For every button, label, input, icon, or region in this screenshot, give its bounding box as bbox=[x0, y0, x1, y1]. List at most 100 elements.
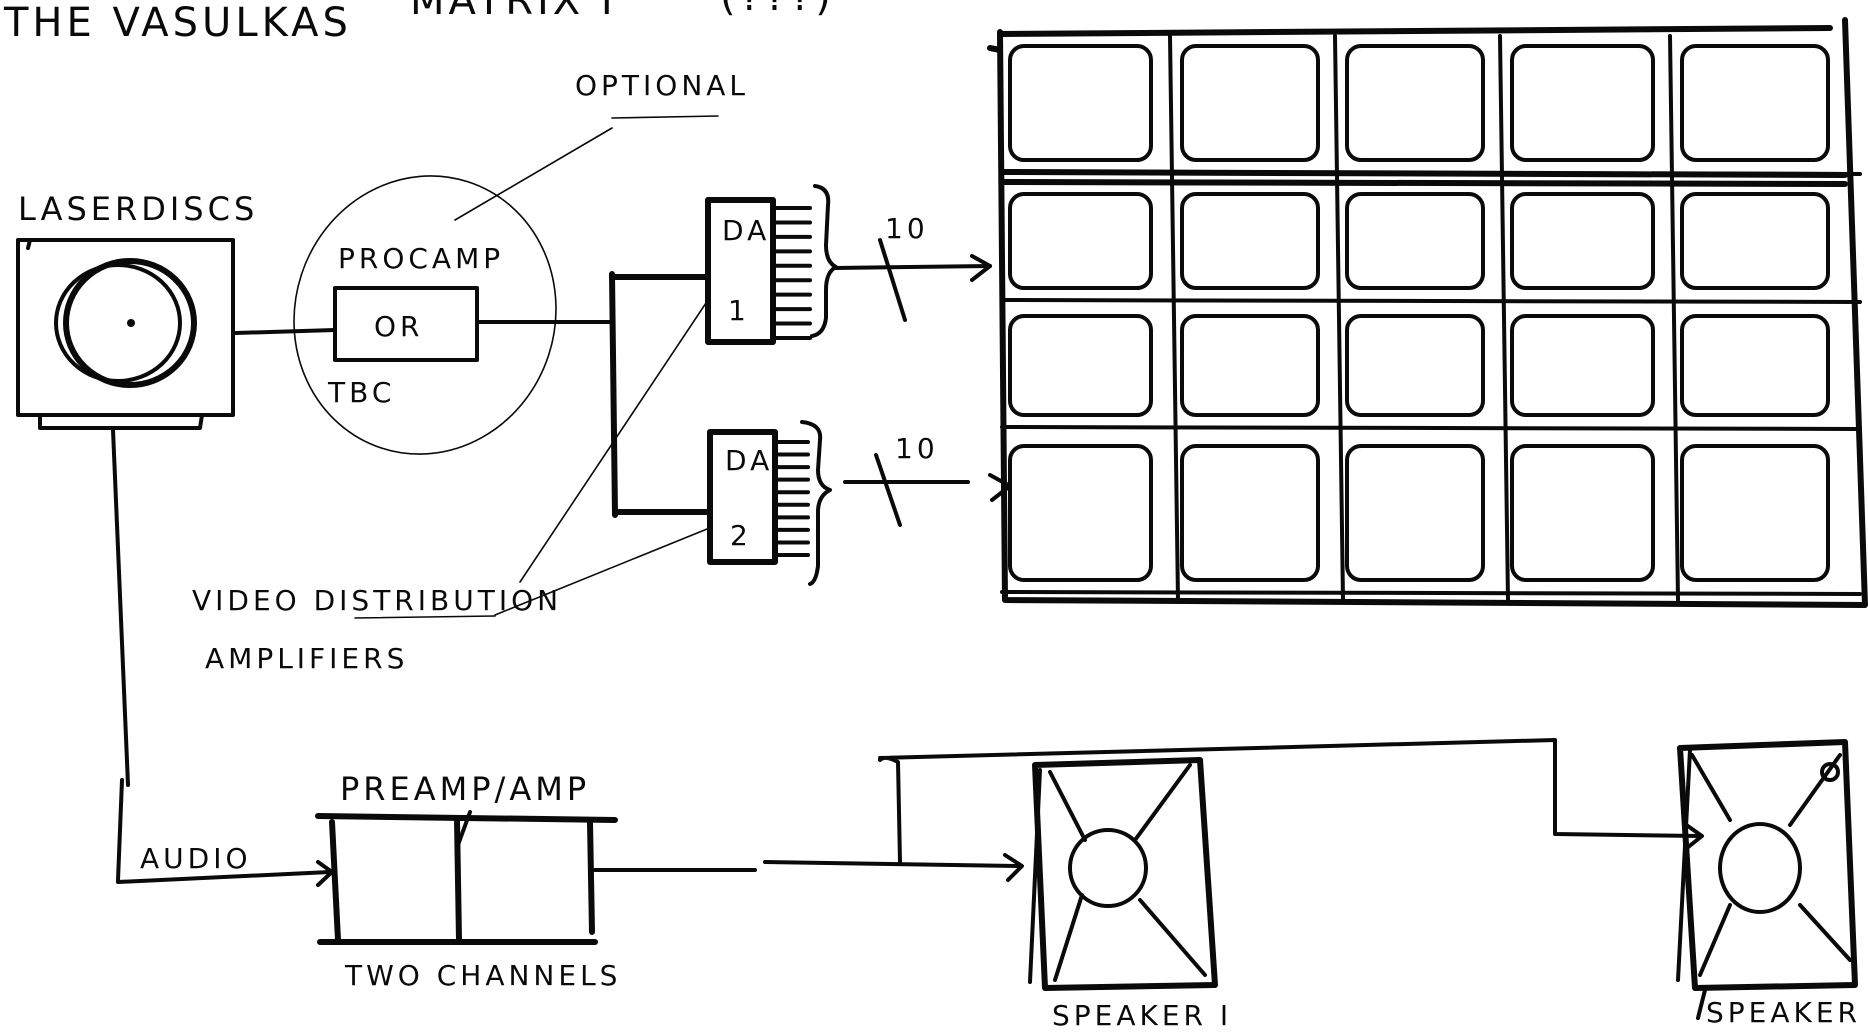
monitor-screen bbox=[1510, 44, 1655, 162]
wall-row-divider bbox=[1000, 298, 1862, 304]
caption-pointer-da2 bbox=[494, 526, 713, 616]
amp-label: PREAMP/AMP bbox=[340, 770, 590, 808]
monitor-screen bbox=[1345, 444, 1485, 582]
title-text: THE VASULKAS bbox=[3, 0, 352, 46]
monitor-screen bbox=[1680, 444, 1830, 582]
wall-row-divider bbox=[1000, 425, 1862, 431]
da2-count-label: 10 bbox=[895, 432, 939, 465]
da2-box bbox=[707, 429, 778, 565]
da1-brace bbox=[810, 184, 838, 338]
wall-col-divider bbox=[1498, 34, 1510, 602]
da-output-buses: 10 10 bbox=[833, 212, 1012, 527]
amp-output-line-right bbox=[763, 860, 1022, 868]
monitor-screen bbox=[1008, 192, 1153, 290]
speaker2-arrowhead-icon bbox=[1683, 822, 1704, 850]
video-link-1 bbox=[234, 328, 337, 335]
optional-underline bbox=[611, 115, 719, 119]
wall-row-divider-1b bbox=[999, 179, 1848, 187]
disc-spindle-icon bbox=[127, 319, 135, 327]
monitor-screen bbox=[1510, 444, 1655, 582]
optional-pointer-line bbox=[454, 127, 613, 221]
speaker2-cone-icon bbox=[1718, 822, 1802, 914]
speaker1-cabinet bbox=[1032, 757, 1218, 991]
speaker1-arrowhead-icon bbox=[1003, 853, 1024, 882]
laserdisc-box bbox=[16, 238, 235, 417]
monitor-screen bbox=[1345, 44, 1485, 162]
speaker1-label: SPEAKER I bbox=[1052, 999, 1232, 1032]
tbc-label: TBC bbox=[327, 376, 395, 409]
subtitle-text: MATRIX I bbox=[410, 0, 617, 24]
caption-pointer-da1 bbox=[519, 299, 709, 583]
wall-row-divider bbox=[1000, 170, 1862, 176]
speaker2-tweeter-icon bbox=[1820, 762, 1840, 782]
audio-input-line bbox=[116, 870, 332, 884]
procamp-tbc-block: PROCAMP OR TBC OPTIONAL bbox=[293, 69, 749, 455]
audio-chain: AUDIO PREAMP/AMP TWO CHANNELS bbox=[116, 738, 1704, 992]
speaker1-cone-icon bbox=[1068, 828, 1148, 908]
monitor-screen bbox=[1680, 314, 1830, 417]
speaker-1: SPEAKER I bbox=[1028, 757, 1232, 1032]
disc-icon bbox=[63, 258, 197, 388]
monitor-screen bbox=[1510, 314, 1655, 417]
speaker1-cabinet-edge bbox=[1028, 768, 1042, 984]
laserdisc-player: LASERDISCS bbox=[16, 190, 258, 430]
caption-underline bbox=[354, 615, 496, 619]
procamp-or-label: OR bbox=[374, 310, 424, 343]
monitor-screen bbox=[1345, 192, 1485, 290]
distribution-caption-line1: VIDEO DISTRIBUTION bbox=[192, 584, 562, 617]
amp-label-slash bbox=[456, 810, 472, 847]
monitor-screen bbox=[1510, 192, 1655, 290]
disc-outline-icon bbox=[54, 263, 182, 383]
monitor-screen bbox=[1008, 444, 1153, 582]
amp-box-left bbox=[329, 819, 341, 943]
audio-feed-label: AUDIO bbox=[140, 842, 252, 875]
laserdisc-label: LASERDISCS bbox=[18, 190, 258, 228]
speaker2-grille bbox=[1690, 753, 1852, 977]
speaker2-cabinet bbox=[1677, 739, 1858, 991]
speaker2-cabinet-edge bbox=[1676, 748, 1692, 982]
laserdisc-base bbox=[26, 238, 204, 430]
da2-amplifier: DA 2 bbox=[707, 420, 832, 586]
monitor-wall-frame bbox=[987, 17, 1868, 608]
wall-col-divider bbox=[1668, 34, 1680, 602]
amp-box-right bbox=[587, 819, 595, 935]
monitor-screen bbox=[1345, 314, 1485, 417]
da1-amplifier: DA 1 bbox=[705, 184, 838, 345]
monitor-screen bbox=[1008, 44, 1153, 162]
monitor-screen bbox=[1680, 44, 1830, 162]
distribution-caption-line2: AMPLIFIERS bbox=[205, 642, 408, 675]
monitor-grid bbox=[1000, 34, 1862, 602]
subtitle-paren-text: (???) bbox=[720, 0, 835, 20]
speaker-2: SPEAKER 2 bbox=[1676, 739, 1868, 1029]
wall-row-divider bbox=[1000, 590, 1862, 596]
monitor-screen bbox=[1180, 314, 1320, 417]
da1-box bbox=[705, 197, 776, 345]
audio-feed-line bbox=[111, 428, 130, 787]
wall-col-divider bbox=[1333, 34, 1345, 602]
speaker2-label-tick bbox=[1696, 988, 1707, 1020]
da1-output-line bbox=[833, 264, 992, 270]
da1-label-bottom: 1 bbox=[728, 294, 750, 327]
da2-label-bottom: 2 bbox=[730, 519, 752, 552]
monitor-screen bbox=[1008, 314, 1153, 417]
da2-bus-slash bbox=[874, 453, 902, 527]
da2-label-top: DA bbox=[725, 444, 773, 477]
header: THE VASULKAS MATRIX I (???) bbox=[3, 0, 835, 46]
monitor-screen bbox=[1180, 44, 1320, 162]
monitor-wall bbox=[987, 17, 1868, 608]
speaker1-grille bbox=[1048, 763, 1207, 982]
amp-caption: TWO CHANNELS bbox=[344, 959, 621, 992]
amp-channel-divider bbox=[454, 817, 462, 943]
wall-col-divider bbox=[1168, 34, 1180, 602]
da2-output-pins bbox=[773, 440, 810, 557]
optional-ellipse bbox=[293, 175, 557, 455]
optional-note: OPTIONAL bbox=[575, 69, 749, 102]
procamp-label: PROCAMP bbox=[338, 242, 504, 275]
da1-count-label: 10 bbox=[885, 212, 929, 245]
speaker2-feed-line bbox=[878, 738, 1702, 864]
monitor-screen bbox=[1680, 192, 1830, 290]
splitter-bus bbox=[609, 271, 618, 518]
da2-brace bbox=[800, 420, 832, 586]
